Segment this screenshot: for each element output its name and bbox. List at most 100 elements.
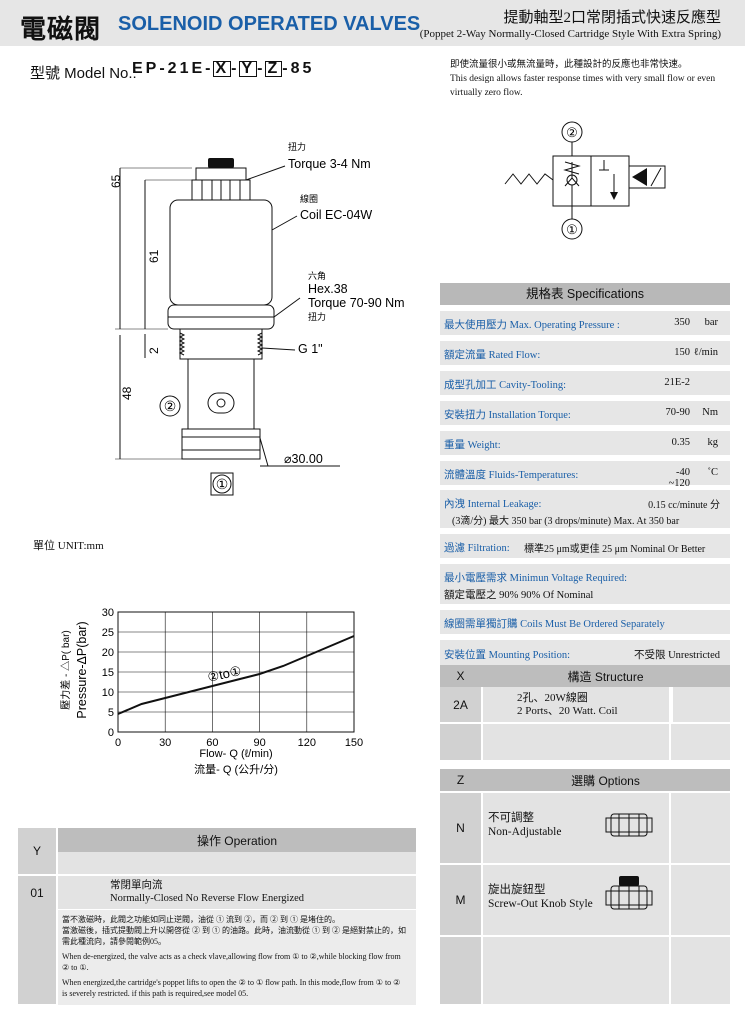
operation-notes-en1: When de-energized, the valve acts as a c… [62, 952, 401, 972]
model-label: 型號 Model No.: [30, 65, 137, 82]
model-code: EP-21E-X-Y-Z-85 [132, 60, 314, 78]
spec-title: 規格表 Specifications [440, 283, 730, 305]
mount-value: 不受限 Unrestricted [633, 650, 720, 661]
leakage-line2: (3滴/分) 最大 350 bar (3 drops/minute) Max. … [452, 516, 680, 527]
chart-ytick-label: 20 [102, 647, 114, 659]
spec-row-leakage: 內洩 Internal Leakage: 0.15 cc/minute 分 (3… [440, 490, 730, 528]
dim-48: 48 [120, 386, 134, 400]
chart-xtick-label: 30 [159, 737, 171, 749]
drawing-port-1: ① [216, 478, 229, 493]
structure-row-zh: 2孔、20W線圈 [517, 692, 588, 704]
coil-zh: 線圈 [300, 193, 318, 204]
spec-row-value: 150 [674, 347, 690, 358]
operation-notes-en2: When energized,the cartridge's poppet li… [62, 978, 401, 998]
chart-grid [117, 611, 355, 733]
description-zh: 即使流量很小或無流量時，此種設計的反應也非常快速。 [450, 60, 688, 70]
chart-ylabel: Pressure-ΔP(bar) [75, 621, 89, 718]
coil-note: 線圈需單獨訂購 Coils Must Be Ordered Separately [444, 619, 665, 630]
spec-table: 規格表 Specifications 最大使用壓力 Max. Operating… [440, 283, 730, 666]
diameter-label: ⌀30.00 [284, 452, 323, 466]
structure-table: X 構造 Structure 2A 2孔、20W線圈 2 Ports、20 Wa… [440, 665, 730, 760]
options-row-n-zh: 不可調整 [488, 812, 534, 824]
model-dash-1: - [231, 60, 240, 77]
chart-xlabel: Flow- Q (ℓ/min) [199, 748, 272, 760]
header-band [0, 0, 745, 46]
chart-ytick-label: 0 [108, 727, 114, 739]
drawing-port-2: ② [164, 400, 177, 415]
spec-row-value: 0.35 [671, 437, 690, 448]
hex-label: Hex.38 [308, 282, 348, 296]
thread-label: G 1" [298, 342, 323, 356]
coil-label: Coil EC-04W [300, 208, 372, 222]
chart-xtick-label: 150 [345, 737, 363, 749]
operation-row-zh: 常閉單向流 [110, 880, 163, 891]
spec-row-value: 70-90 [665, 407, 691, 418]
spec-row-value: 350 [674, 317, 690, 328]
spec-row-unit: ℓ/min [693, 347, 718, 358]
operation-subheader [58, 852, 416, 874]
options-empty-desc [483, 937, 669, 1004]
chart-ytick-label: 30 [102, 607, 114, 619]
options-row-m-extra [671, 865, 730, 935]
structure-empty-desc [483, 724, 669, 760]
operation-title: 操作 Operation [58, 828, 416, 852]
non-adjustable-cap-icon [605, 813, 653, 837]
model-prefix: EP-21E- [132, 60, 214, 77]
model-z-box: Z [265, 60, 283, 77]
options-row-m-zh: 旋出旋鈕型 [488, 884, 546, 896]
unit-label: 單位 UNIT:mm [33, 540, 104, 552]
structure-empty-extra [671, 724, 730, 760]
operation-row-body: 常閉單向流 Normally-Closed No Reverse Flow En… [58, 876, 416, 1005]
dim-2: 2 [147, 347, 161, 354]
structure-row-desc: 2孔、20W線圈 2 Ports、20 Watt. Coil [481, 687, 669, 722]
chart-xlabel-zh: 流量- Q (公升/分) [194, 762, 278, 776]
spec-row-unit: bar [704, 317, 718, 328]
operation-row-en: Normally-Closed No Reverse Flow Energize… [110, 893, 305, 904]
spec-row-filtration: 過濾 Filtration: 標準25 μm或更佳 25 μm Nominal … [440, 534, 730, 558]
title-zh: 電磁閥 [20, 14, 102, 44]
spec-row-unit: Nm [702, 407, 718, 418]
dim-61: 61 [147, 249, 161, 263]
spec-row-label: 重量 Weight: [444, 440, 501, 451]
spec-row-coil-note: 線圈需單獨訂購 Coils Must Be Ordered Separately [440, 610, 730, 634]
options-row-m-en: Screw-Out Knob Style [488, 898, 593, 910]
options-title: 選購 Options [481, 769, 730, 791]
options-row-n-en: Non-Adjustable [488, 826, 562, 838]
model-dash-2: - [257, 60, 266, 77]
symbol-port-1: ① [566, 222, 578, 237]
chart-series-line [117, 635, 355, 715]
structure-col-code: X [440, 665, 481, 687]
dim-65: 65 [109, 174, 123, 188]
spec-row-label: 額定流量 Rated Flow: [444, 350, 541, 361]
chart-ytick-label: 5 [108, 707, 114, 719]
leakage-value: 0.15 cc/minute 分 [648, 500, 720, 511]
operation-table: Y 操作 Operation 01 常閉單向流 Normally-Closed … [18, 828, 416, 1005]
structure-title: 構造 Structure [481, 665, 730, 687]
spec-row-value: 21E-2 [664, 377, 690, 388]
voltage-label: 最小電壓需求 Minimun Voltage Required: [444, 573, 628, 584]
subtitle-en: (Poppet 2-Way Normally-Closed Cartridge … [419, 28, 721, 40]
operation-row-code: 01 [18, 876, 56, 1004]
torque-label: Torque 3-4 Nm [288, 157, 371, 171]
options-row-m-desc: 旋出旋鈕型 Screw-Out Knob Style [483, 865, 669, 935]
spec-row-unit: kg [707, 437, 719, 448]
chart-ytick-label: 15 [102, 667, 114, 679]
spec-row: 重量 Weight: 0.35 kg [440, 431, 730, 455]
options-row-n-extra [671, 793, 730, 863]
chart-xtick-label: 120 [298, 737, 316, 749]
torque-zh: 扭力 [288, 141, 306, 152]
symbol-port-2: ② [566, 125, 578, 140]
options-empty-extra [671, 937, 730, 1004]
chart-ylabel-zh: 壓力差 - △P( bar) [59, 630, 72, 709]
operation-col-code: Y [18, 828, 56, 874]
operation-notes-zh2: 當激磁後，插式提動閥上升以開啓從 ② 到 ① 的油路。此時，油流動從 ① 到 ②… [62, 926, 406, 946]
structure-row-code: 2A [440, 687, 481, 722]
hydraulic-symbol: ② ① [504, 121, 666, 240]
spec-row-mounting: 安裝位置 Mounting Position: 不受限 Unrestricted [440, 640, 730, 666]
